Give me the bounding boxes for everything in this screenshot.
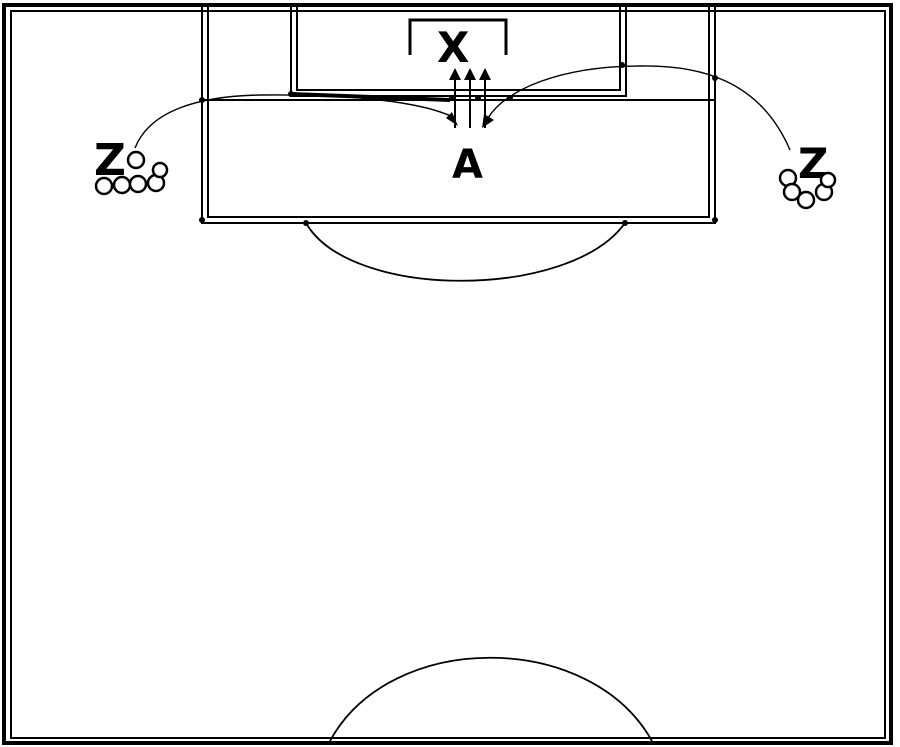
pitch-boundary: [2, 3, 893, 745]
penalty-arc: [305, 222, 626, 282]
ball-group-left-icon: [94, 150, 169, 196]
attack-arrowheads: [449, 68, 491, 80]
goalkeeper-label: X: [437, 23, 469, 72]
right-run-arrowhead: [482, 114, 494, 128]
right-run-curve: [487, 65, 791, 151]
goal-area: [290, 4, 627, 97]
left-run-curve: [134, 94, 456, 149]
attacker-label: A: [452, 142, 483, 188]
center-arc: [329, 656, 653, 742]
goal-frame: [408, 18, 508, 55]
ball-group-right-icon: [778, 168, 837, 210]
attack-arrows: [454, 75, 486, 128]
